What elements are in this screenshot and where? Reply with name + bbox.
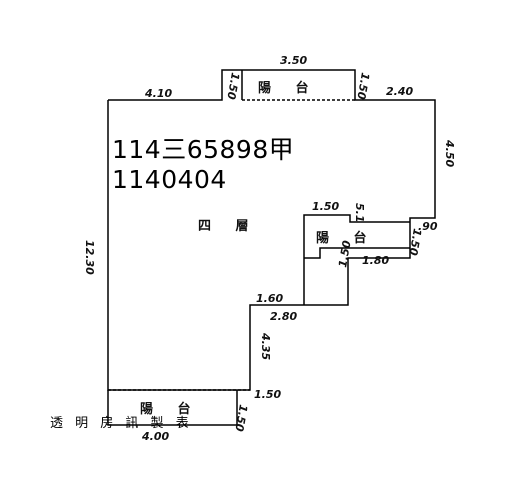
dim-bottom-wall: 4.00 [141,430,169,443]
dim-step-width: 1.50 [312,200,339,213]
right-balcony-outline [304,247,410,259]
dim-top-right-wall: 2.40 [386,85,413,98]
dim-notch-width: 2.80 [270,310,297,323]
dim-step-depth: 5.1 [353,203,366,223]
room-label-main-floor: 四 層 [198,219,259,234]
room-label-balcony-top: 陽 台 [258,80,319,96]
dim-bottom-balcony-depth: 1.50 [232,403,250,432]
room-label-balcony-right: 陽 台 [316,230,377,246]
bottom-balcony-outline [107,390,238,426]
dim-top-balcony-width: 3.50 [280,54,307,67]
dim-notch-top: 1.60 [256,292,283,305]
dim-right-wall: 4.50 [443,139,456,167]
dim-right-balcony-width: 1.80 [362,254,389,267]
dim-right-balcony-depth: 1.50 [406,227,424,256]
case-number: 114三65898甲 [112,135,295,164]
dim-top-left-wall: 4.10 [144,87,172,100]
floor-outline [107,69,436,391]
dim-top-balcony-right-depth: 1.50 [354,71,372,100]
dim-right-balcony-lower-depth: 1.50 [336,239,354,268]
dim-bottom-balcony-right: 1.50 [254,388,281,401]
room-label-balcony-bottom: 陽 台 [140,401,201,417]
footer-caption: 透 明 房 訊 製 表 [50,416,193,431]
case-date: 1140404 [112,165,227,194]
dim-right-balcony-tail: .90 [418,220,438,233]
dim-top-balcony-left-depth: 1.50 [224,71,242,100]
step-wall [303,214,410,305]
dim-left-wall: 12.30 [83,240,96,275]
dim-notch-depth: 4.35 [259,332,272,360]
